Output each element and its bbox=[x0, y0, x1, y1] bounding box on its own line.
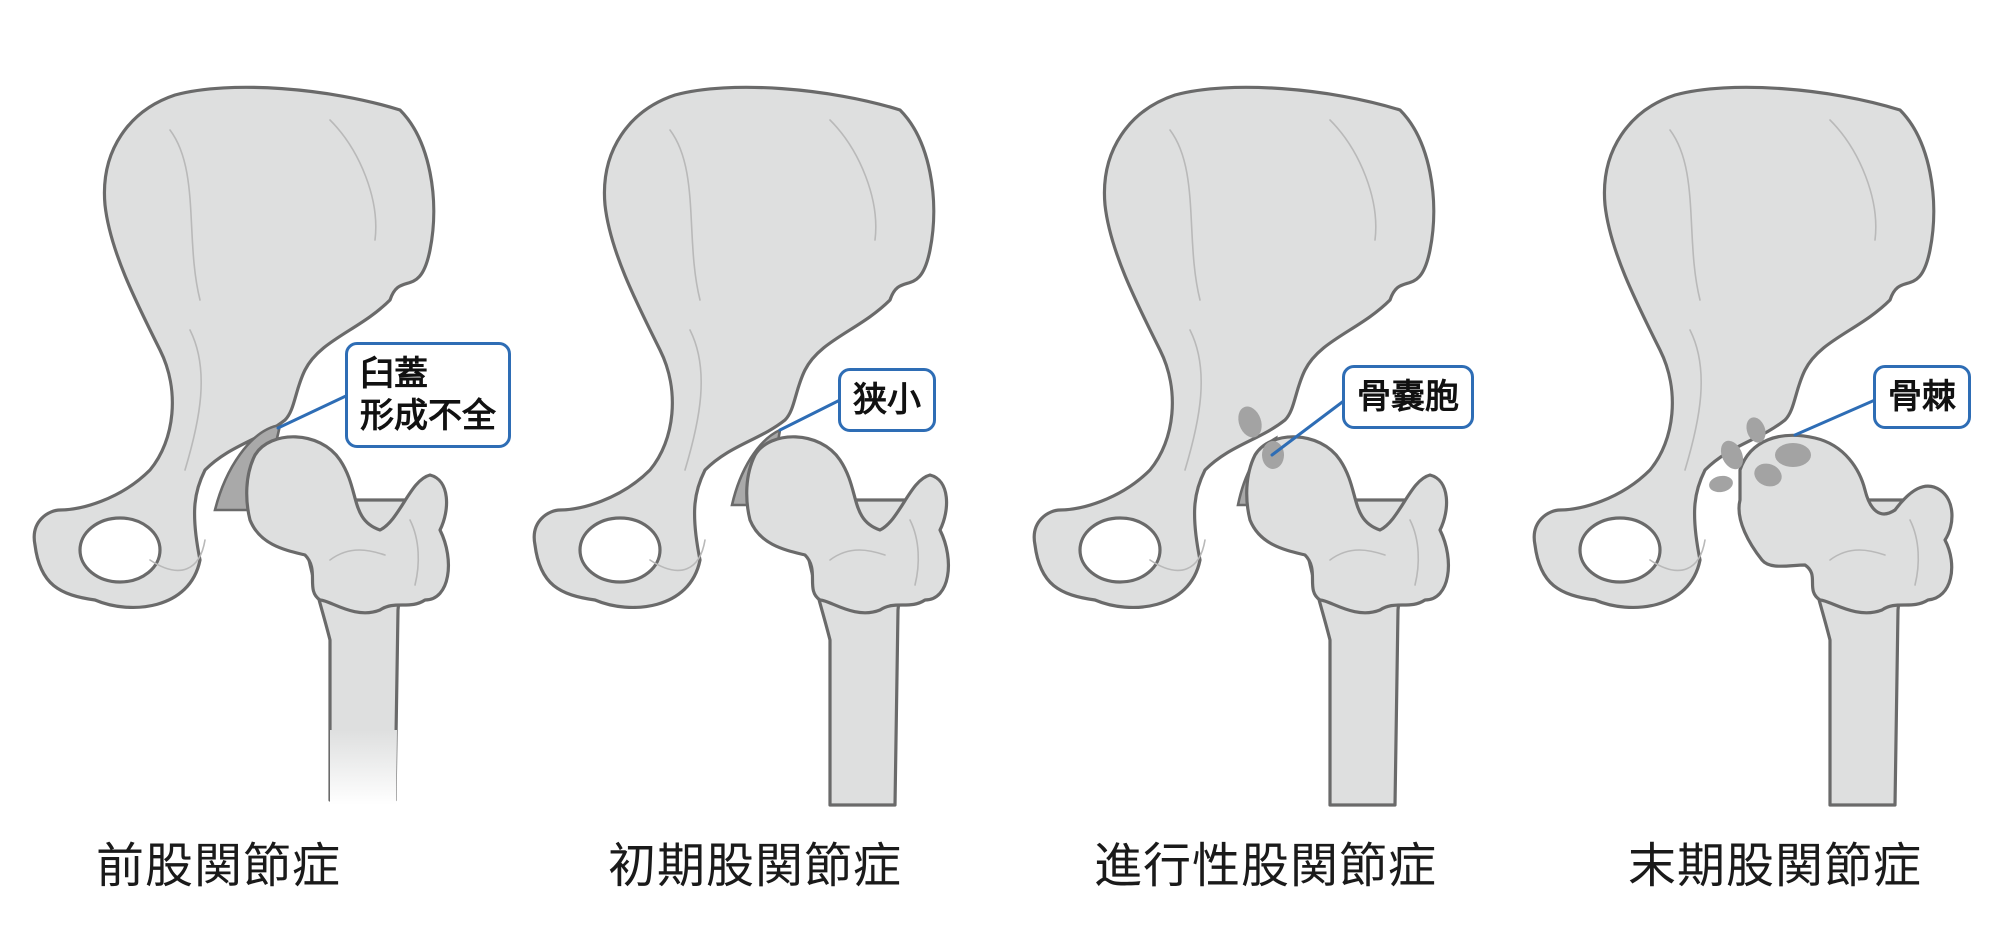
bone-cyst bbox=[1238, 406, 1262, 438]
hip-joint-illustration-2 bbox=[532, 85, 950, 807]
callout-line: 狭小 bbox=[853, 380, 921, 420]
stage-caption: 前股関節症 bbox=[96, 838, 342, 894]
pelvis-bone bbox=[532, 85, 936, 610]
callout-bone-cyst: 骨嚢胞 bbox=[1342, 365, 1474, 429]
obturator-foramen bbox=[78, 516, 162, 584]
stage-panel-end-stage-osteoarthritis: 骨棘 末期股関節症 bbox=[1500, 0, 2000, 933]
osteophyte bbox=[1746, 417, 1766, 443]
stage-panel-pre-osteoarthritis: 臼蓋 形成不全 前股関節症 bbox=[0, 0, 511, 933]
callout-line: 骨嚢胞 bbox=[1357, 377, 1459, 417]
callout-joint-space-narrowing: 狭小 bbox=[838, 368, 936, 432]
stage-panel-progressive-osteoarthritis: 骨嚢胞 進行性股関節症 bbox=[1000, 0, 1500, 933]
obturator-foramen bbox=[1078, 516, 1162, 584]
stage-panel-early-osteoarthritis: 狭小 初期股関節症 bbox=[500, 0, 1000, 933]
callout-leader-2 bbox=[778, 398, 842, 432]
pelvis-bone bbox=[1532, 85, 1936, 610]
pelvis-bone bbox=[32, 85, 436, 610]
femoral-head bbox=[745, 435, 950, 615]
callout-line: 臼蓋 bbox=[360, 354, 428, 394]
callout-line: 形成不全 bbox=[360, 396, 496, 436]
callout-acetabular-dysplasia: 臼蓋 形成不全 bbox=[345, 342, 511, 448]
callout-leader-3 bbox=[1270, 398, 1347, 457]
callout-osteophyte: 骨棘 bbox=[1873, 365, 1971, 429]
hip-joint-illustration-4 bbox=[1532, 85, 1954, 807]
femoral-head bbox=[1737, 433, 1954, 615]
callout-leader-4 bbox=[1793, 398, 1877, 437]
osteophyte bbox=[1775, 443, 1811, 467]
osteophyte bbox=[1720, 440, 1744, 470]
pelvis-bone bbox=[1032, 85, 1436, 610]
femoral-head bbox=[245, 435, 450, 615]
obturator-foramen bbox=[1578, 516, 1662, 584]
stage-caption: 進行性股関節症 bbox=[1094, 838, 1438, 894]
stage-caption: 初期股関節症 bbox=[608, 838, 903, 894]
stage-caption: 末期股関節症 bbox=[1628, 838, 1923, 894]
obturator-foramen bbox=[578, 516, 662, 584]
osteophyte bbox=[1709, 475, 1733, 493]
femoral-head bbox=[1245, 435, 1450, 615]
callout-leader-1 bbox=[276, 393, 350, 430]
osteophyte bbox=[1754, 463, 1782, 487]
hip-joint-illustration-3 bbox=[1032, 85, 1450, 807]
callout-line: 骨棘 bbox=[1888, 377, 1956, 417]
hip-joint-illustration-1 bbox=[32, 85, 450, 805]
